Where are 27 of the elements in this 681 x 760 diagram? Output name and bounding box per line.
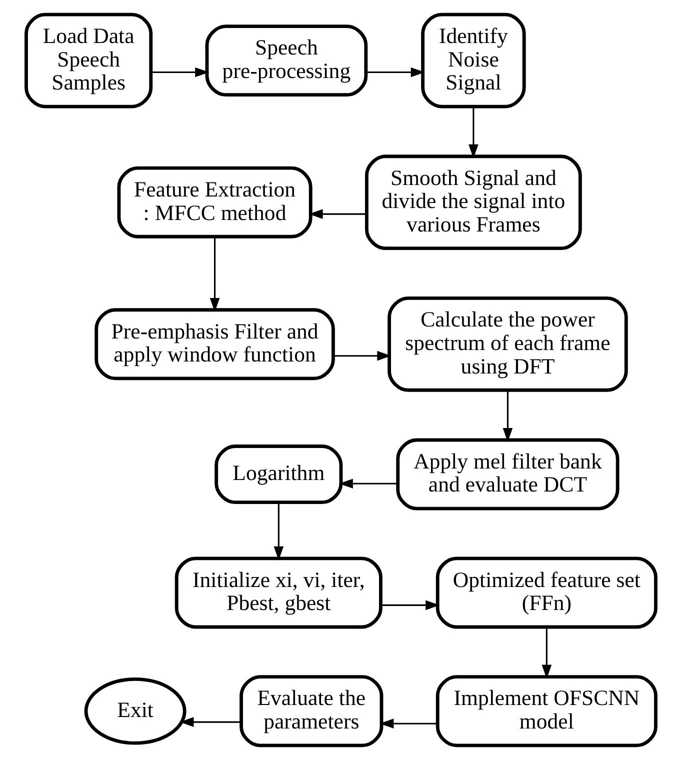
arrow [541, 628, 552, 679]
node-box: Initialize xi, vi, iter, Pbest, gbest [174, 556, 382, 629]
node-box: Load Data Speech Samples [24, 12, 152, 108]
node-box: Smooth Signal and divide the signal into various Frames [364, 154, 582, 250]
arrow [379, 718, 437, 728]
node-box: Logarithm [214, 444, 342, 504]
arrow [468, 106, 478, 158]
arrow [502, 390, 512, 442]
node-box: Pre-emphasis Filter and apply window function [94, 308, 334, 380]
node-box: Calculate the power spectrum of each frame using DFT [387, 296, 628, 392]
node-ellipse: Exit [84, 677, 186, 745]
arrow [366, 67, 424, 78]
arrow [308, 209, 366, 219]
node-box: Optimized feature set (FFn) [435, 556, 657, 629]
arrow [273, 502, 284, 560]
node-box: Implement OFSCNN model [435, 675, 657, 748]
node-box: Identify Noise Signal [420, 12, 526, 108]
arrow [209, 236, 220, 312]
node-box: Feature Extraction : MFCC method [116, 166, 312, 238]
node-box: Speech pre-processing [204, 24, 368, 97]
node-box: Apply mel filter bank and evaluate DCT [396, 438, 619, 510]
arrow [333, 350, 391, 361]
arrow [338, 478, 398, 489]
arrow [179, 717, 241, 727]
arrow [150, 67, 209, 78]
arrow [380, 600, 440, 610]
node-box: Evaluate the parameters [239, 675, 383, 748]
